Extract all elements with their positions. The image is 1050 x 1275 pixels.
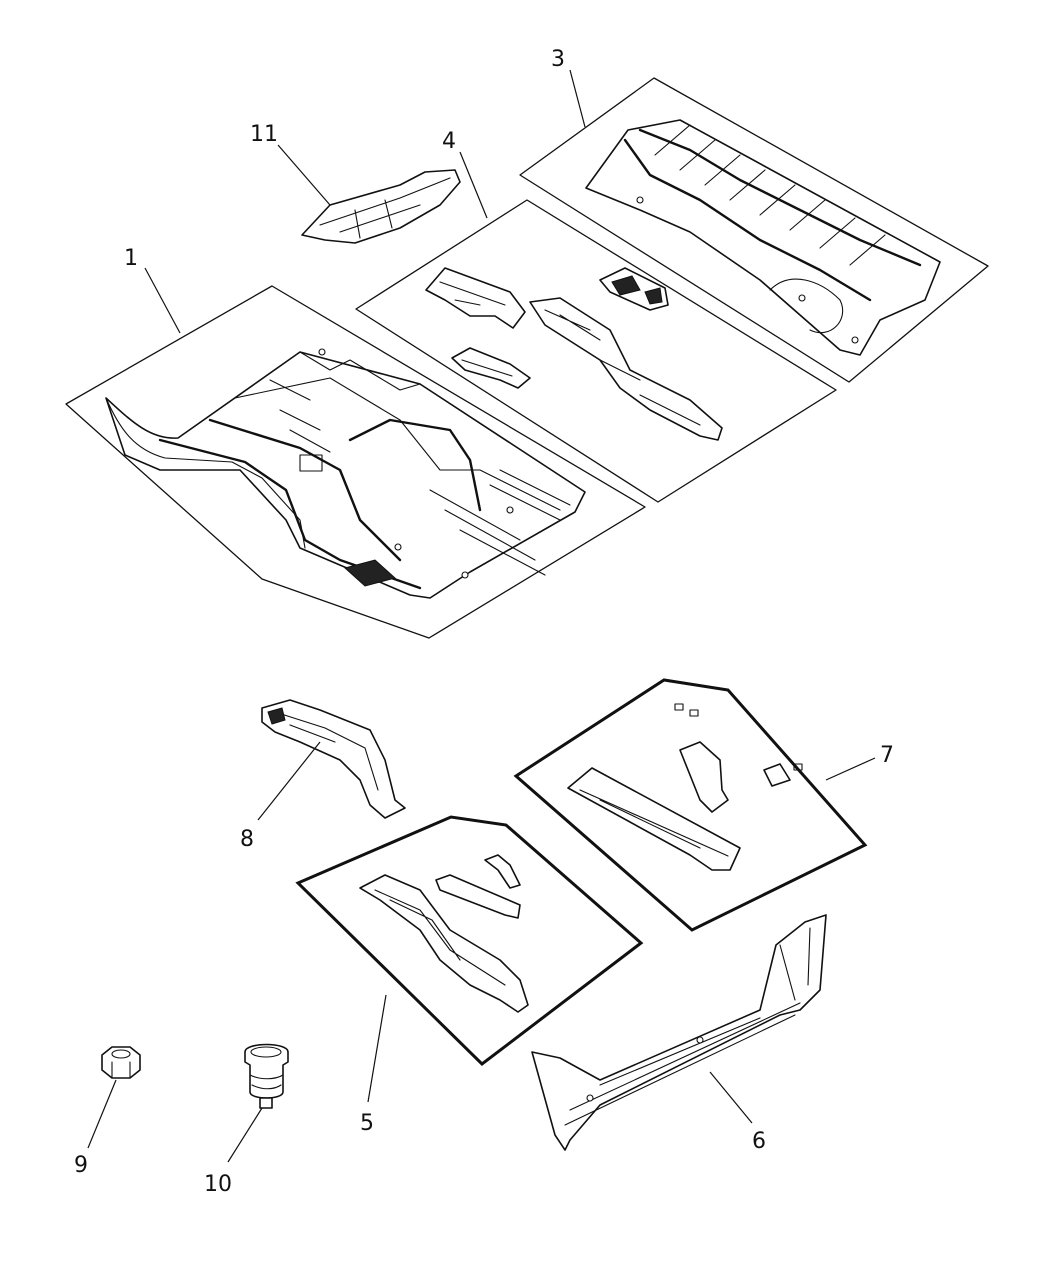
part-6-hole-2 (586, 1094, 594, 1102)
leader-8 (257, 741, 321, 821)
part-10-detail (249, 1074, 284, 1090)
part-10-body-mount[interactable]: 10 (204, 1043, 289, 1198)
part-7-rail-group[interactable]: 7 (513, 678, 894, 932)
callout-8: 8 (240, 827, 254, 852)
part-10-cap (250, 1046, 282, 1058)
part-10-stud (259, 1097, 273, 1109)
part-4-group-outline (355, 199, 837, 503)
part-1-front-floor-pan[interactable]: 1 (65, 246, 646, 639)
callout-9: 9 (74, 1153, 88, 1178)
part-11-detail (319, 177, 451, 239)
part-8-tab (267, 707, 286, 725)
part-9-nut[interactable]: 9 (74, 1046, 141, 1178)
callout-10: 10 (204, 1172, 232, 1197)
part-6-detail (564, 927, 811, 1126)
part-5-rail-group[interactable]: 5 (295, 815, 644, 1136)
part-3-panel (585, 119, 941, 356)
part-4-panel (425, 267, 723, 441)
callout-11: 11 (250, 122, 278, 147)
part-5-group-outline (295, 815, 644, 1066)
leader-7 (825, 757, 876, 781)
callout-5: 5 (360, 1111, 374, 1136)
leader-11 (277, 144, 331, 206)
leader-10 (227, 1107, 263, 1163)
part-9-hole (111, 1049, 131, 1059)
callout-4: 4 (442, 129, 456, 154)
leader-9 (87, 1079, 117, 1149)
part-7-group-outline (513, 678, 868, 932)
callout-1: 1 (124, 246, 138, 271)
part-9-edge (111, 1061, 131, 1079)
part-6-hole (696, 1036, 704, 1044)
part-5-panel (359, 854, 529, 1013)
part-8-crossmember[interactable]: 8 (240, 699, 406, 852)
part-7-panel (567, 703, 803, 871)
leader-3 (569, 69, 586, 128)
callout-7: 7 (880, 743, 894, 768)
part-4-crossmember-group[interactable]: 4 (355, 129, 837, 503)
leader-4 (459, 151, 488, 219)
callout-6: 6 (752, 1129, 766, 1154)
leader-1 (144, 267, 181, 334)
leader-6 (709, 1071, 753, 1124)
part-1-panel (105, 348, 586, 599)
part-8-detail (274, 711, 379, 791)
part-8-shape (261, 699, 406, 819)
leader-5 (367, 994, 387, 1103)
part-6-sill[interactable]: 6 (531, 914, 827, 1154)
part-6-shape (531, 914, 827, 1151)
part-11-bracket[interactable]: 11 (250, 122, 461, 244)
part-3-group-outline (519, 77, 989, 383)
part-11-shape (301, 169, 461, 244)
part-1-group-outline (65, 285, 646, 639)
callout-3: 3 (551, 47, 565, 72)
part-3-rear-floor-pan[interactable]: 3 (519, 47, 989, 383)
part-10-shape (244, 1043, 289, 1099)
